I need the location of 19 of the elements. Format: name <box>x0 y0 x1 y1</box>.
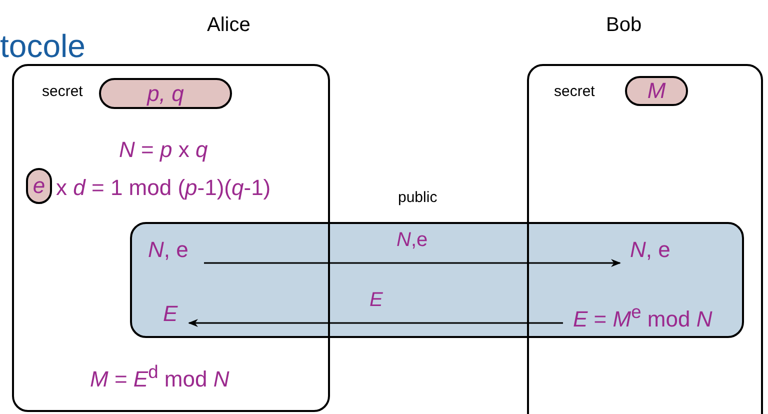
slide-title: tocole <box>0 28 86 65</box>
section-label: secret <box>554 84 595 100</box>
secret-value-pill: M <box>625 76 688 106</box>
secret-value-pill: e <box>26 168 52 204</box>
zone-label: public <box>398 190 438 206</box>
participant-name: Bob <box>606 14 642 36</box>
formula: N, e <box>630 238 680 264</box>
formula: M = E$^{d}$ mod N <box>90 362 230 392</box>
formula: E = M$^{e}$ mod N <box>573 302 737 328</box>
formula: x d = 1 mod (p-1)(q-1) <box>56 176 271 200</box>
secret-value-pill: p, q <box>99 78 232 109</box>
formula: E <box>163 302 183 328</box>
edge-label: N,e <box>394 229 430 251</box>
arrow <box>204 259 621 267</box>
section-label: secret <box>42 84 83 100</box>
formula: N, e <box>148 238 198 264</box>
arrow <box>188 319 563 327</box>
participant-name: Alice <box>207 14 250 36</box>
formula: N = p x q <box>119 138 208 162</box>
